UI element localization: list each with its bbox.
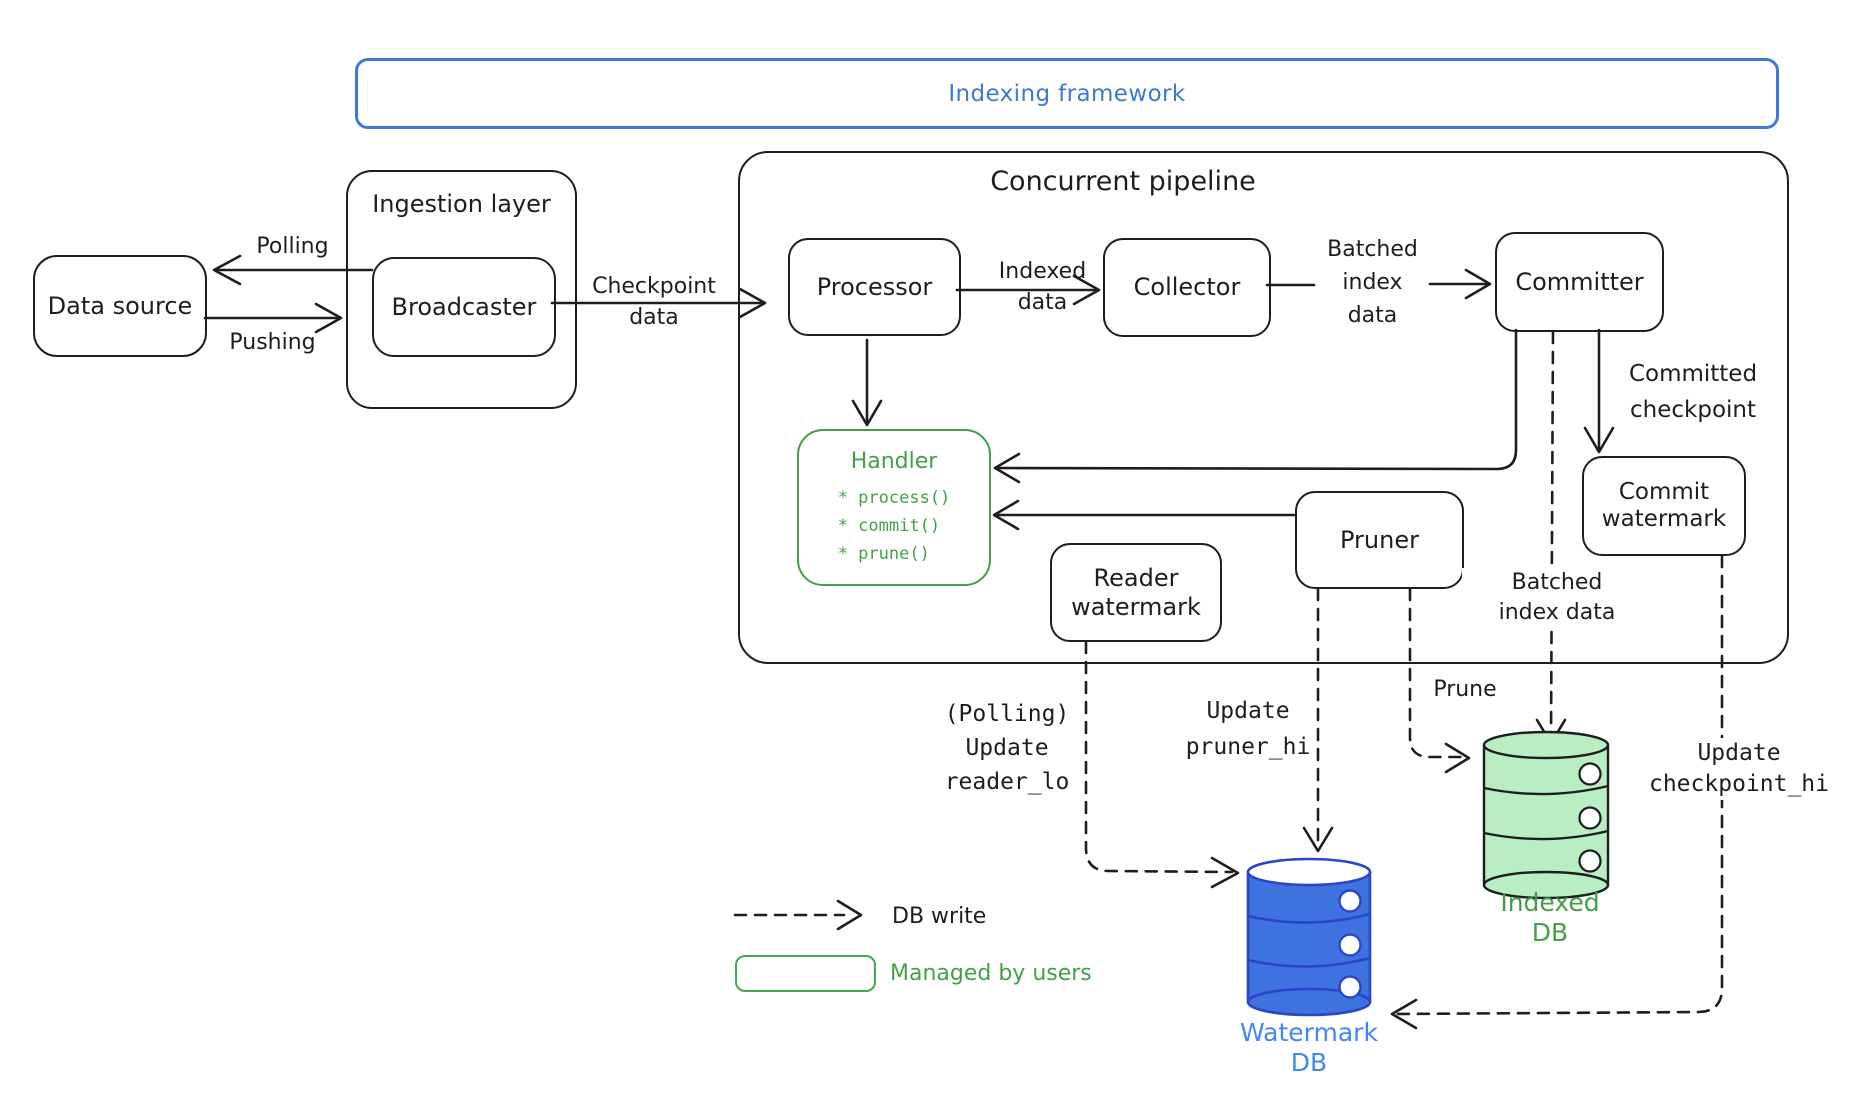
edge-reader-watermark-to-db-dashed <box>1084 640 1234 874</box>
edge-label-polling: Polling <box>256 234 329 259</box>
ingestion-layer-label: Ingestion layer <box>372 190 551 218</box>
edge-label-update-pruner-hi: Update pruner_hi <box>1185 698 1311 760</box>
node-data-source: Data source <box>33 255 207 357</box>
node-commit-watermark: Commit watermark <box>1582 456 1746 556</box>
indexed-db-label: Indexed DB <box>1500 888 1600 947</box>
edge-label-batched-index-data-1: Batched index data <box>1327 237 1418 328</box>
pipeline-title: Concurrent pipeline <box>990 166 1256 197</box>
legend-db-write-label: DB write <box>892 904 987 929</box>
banner-title: Indexing framework <box>948 80 1186 107</box>
indexed-db-cylinder <box>1482 730 1610 900</box>
processor-label: Processor <box>816 272 933 301</box>
node-collector: Collector <box>1103 238 1271 337</box>
edge-label-update-reader-lo: (Polling) Update reader_lo <box>944 701 1070 795</box>
node-reader-watermark: Reader watermark <box>1050 543 1222 642</box>
edge-committed-checkpoint-arrow <box>1583 328 1615 454</box>
node-broadcaster: Broadcaster <box>372 257 556 357</box>
edge-pushing-arrow <box>203 302 343 334</box>
edge-label-committed-checkpoint: Committed checkpoint <box>1628 361 1758 423</box>
edge-label-batched-index-data-2: Batched index data <box>1462 568 1652 628</box>
edge-label-checkpoint-data: Checkpoint data <box>592 274 716 330</box>
handler-methods: * process() * commit() * prune() <box>837 488 951 564</box>
edge-committer-to-indexed-db-dashed <box>1549 330 1555 740</box>
node-concurrent-pipeline <box>738 151 1789 664</box>
broadcaster-label: Broadcaster <box>391 292 537 321</box>
watermark-db-cylinder <box>1246 857 1372 1017</box>
edge-committer-to-handler-arrow <box>993 328 1518 484</box>
node-ingestion-layer: Ingestion layer <box>346 170 577 409</box>
node-handler: Handler * process() * commit() * prune() <box>797 429 991 586</box>
node-pruner: Pruner <box>1295 491 1464 589</box>
edge-commit-watermark-to-db-dashed <box>1394 554 1724 1016</box>
edge-label-prune: Prune <box>1433 677 1497 702</box>
indexing-framework-banner: Indexing framework <box>355 58 1779 129</box>
edge-indexed-data-arrow <box>955 274 1101 306</box>
handler-title: Handler <box>850 449 938 474</box>
legend-managed-by-users-label: Managed by users <box>890 961 1092 986</box>
legend-managed-by-users-box <box>735 955 876 992</box>
edge-prune-dashed <box>1408 587 1464 759</box>
edge-processor-to-handler-arrow <box>851 338 883 427</box>
edge-checkpoint-data-arrow <box>550 287 767 319</box>
collector-label: Collector <box>1133 273 1241 301</box>
edge-batched-index-data-arrow <box>1265 268 1492 300</box>
committer-label: Committer <box>1515 267 1644 296</box>
node-processor: Processor <box>788 238 961 336</box>
edge-label-update-checkpoint-hi: Update checkpoint_hi <box>1634 738 1844 800</box>
pruner-label: Pruner <box>1340 525 1419 554</box>
edge-label-pushing: Pushing <box>229 330 316 355</box>
data-source-label: Data source <box>47 291 193 320</box>
node-committer: Committer <box>1495 232 1664 332</box>
edge-pruner-to-handler-arrow <box>992 499 1297 531</box>
watermark-db-label: Watermark DB <box>1240 1018 1378 1077</box>
edge-label-indexed-data: Indexed data <box>998 259 1087 315</box>
